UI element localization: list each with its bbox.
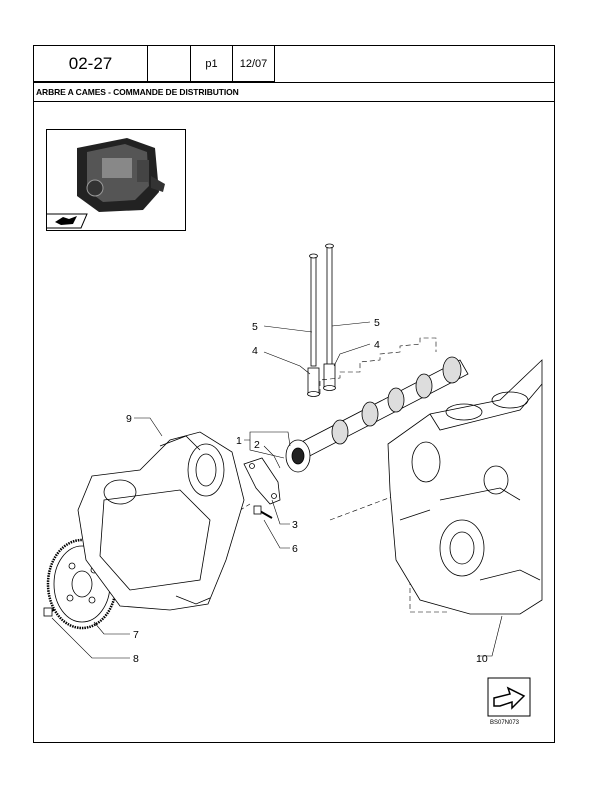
- callout-5-left: 5: [252, 321, 258, 333]
- engine-thumbnail: [46, 129, 186, 231]
- tappet-left: [307, 367, 320, 397]
- document-sheet: 02-27 p1 12/07 ARBRE A CAMES - COMMANDE …: [33, 45, 555, 743]
- tappet-right: [323, 363, 336, 391]
- next-page-arrow-icon: [487, 677, 531, 717]
- callout-5-right: 5: [374, 317, 380, 329]
- push-rod-left: [309, 253, 318, 367]
- push-rod-right: [325, 243, 334, 367]
- callout-9: 9: [126, 413, 132, 425]
- callout-7: 7: [133, 629, 139, 641]
- header-table: 02-27 p1 12/07: [34, 46, 275, 82]
- blank-cell: [148, 46, 191, 82]
- engine-block: [387, 359, 543, 615]
- page-title: ARBRE A CAMES - COMMANDE DE DISTRIBUTION: [34, 82, 554, 102]
- screw-6: [253, 505, 273, 519]
- engine-thumbnail-image: [77, 138, 165, 212]
- timing-cover: [77, 431, 245, 611]
- thrust-plate: [243, 457, 281, 505]
- page-number: p1: [191, 46, 233, 82]
- callout-10: 10: [476, 653, 488, 665]
- callout-4-right: 4: [374, 339, 380, 351]
- callout-2: 2: [254, 439, 260, 451]
- figure-reference-code: BS07N073: [490, 720, 520, 726]
- arrow-icon: [47, 213, 88, 229]
- callout-6: 6: [292, 543, 298, 555]
- callout-3: 3: [292, 519, 298, 531]
- callout-1: 1: [236, 435, 242, 447]
- callout-8: 8: [133, 653, 139, 665]
- camshaft: [285, 356, 469, 473]
- section-code: 02-27: [34, 46, 148, 82]
- callout-4-left: 4: [252, 345, 258, 357]
- revision-date: 12/07: [233, 46, 275, 82]
